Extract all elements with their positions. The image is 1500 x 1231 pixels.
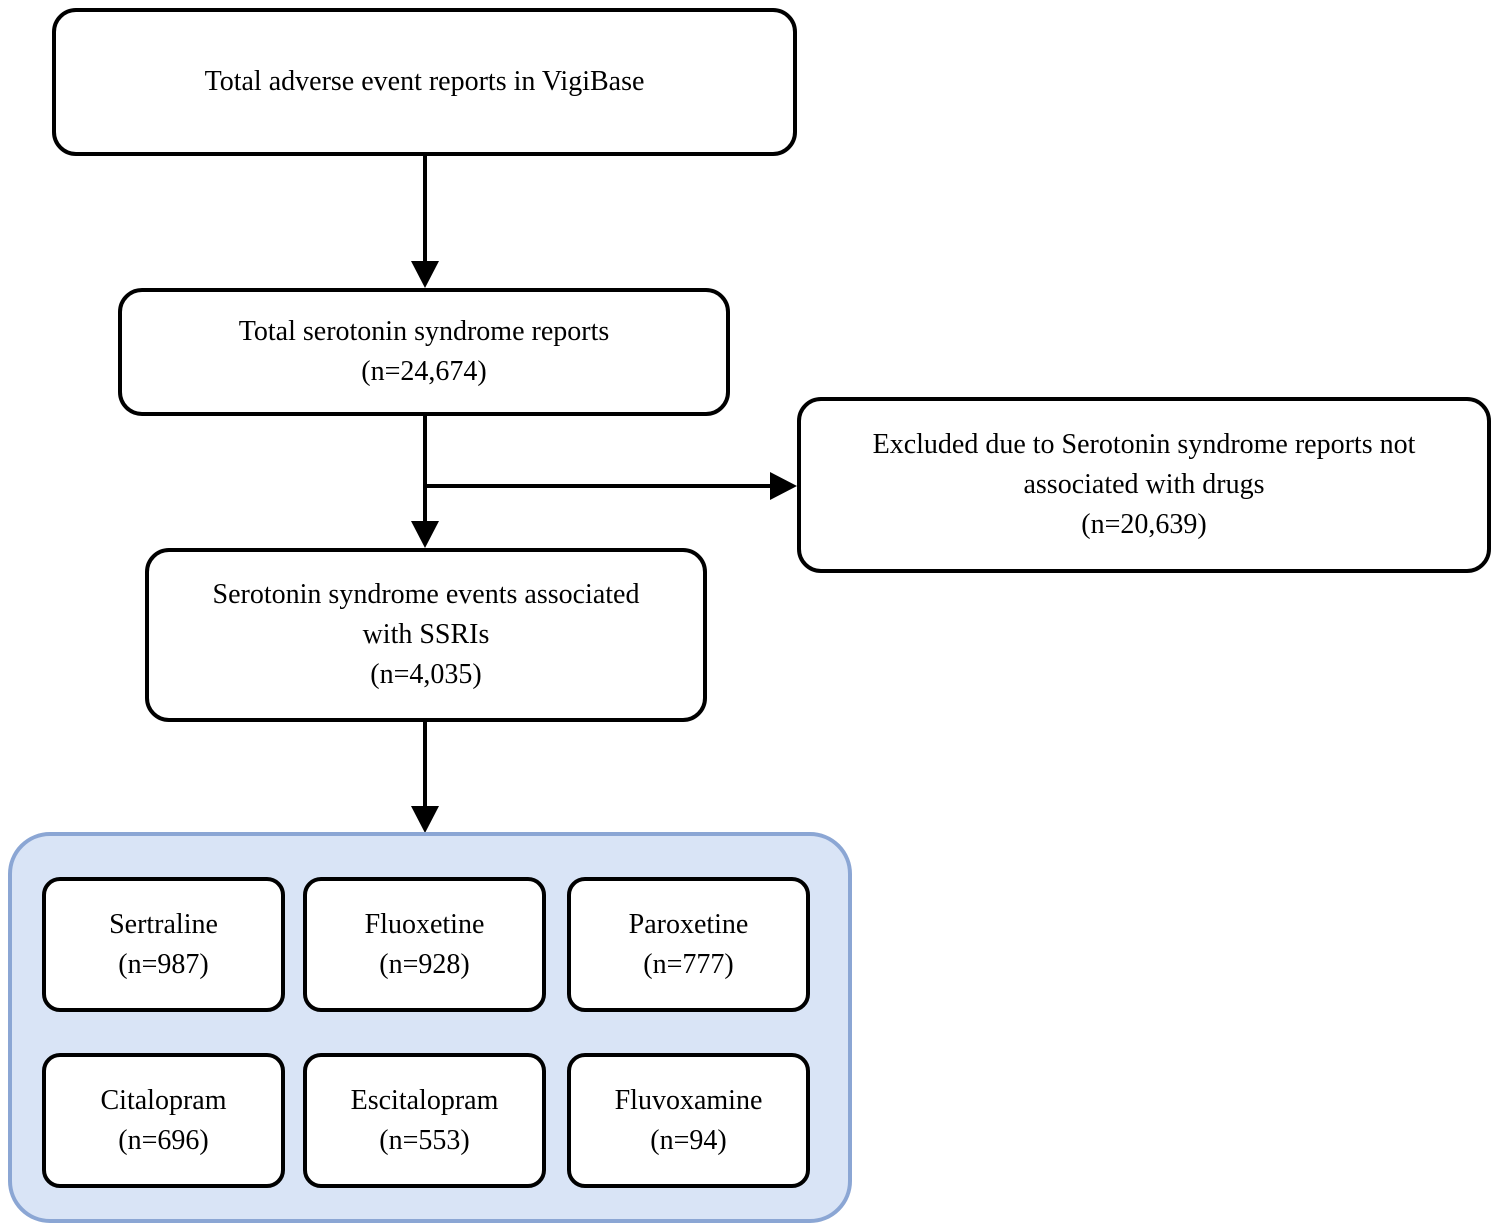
node-excluded-line1: Excluded due to Serotonin syndrome repor… xyxy=(872,429,1416,460)
drug-name: Fluvoxamine xyxy=(614,1084,763,1116)
drug-count: (n=777) xyxy=(643,948,734,980)
drug-count: (n=553) xyxy=(379,1124,470,1156)
drug-name: Citalopram xyxy=(100,1084,227,1116)
drug-count: (n=987) xyxy=(118,948,209,980)
arrowhead-down-icon xyxy=(411,806,439,833)
node-drug-fluvoxamine: Fluvoxamine (n=94) xyxy=(567,1053,810,1188)
drug-name: Paroxetine xyxy=(628,908,749,940)
drug-name: Fluoxetine xyxy=(364,908,485,940)
node-drug-fluoxetine: Fluoxetine (n=928) xyxy=(303,877,546,1012)
connector-ssri-to-drugs xyxy=(423,722,427,808)
node-ssri-events-line2: with SSRIs xyxy=(362,619,490,650)
drug-count: (n=928) xyxy=(379,948,470,980)
node-total-reports: Total serotonin syndrome reports (n=24,6… xyxy=(118,288,730,416)
node-vigibase: Total adverse event reports in VigiBase xyxy=(52,8,797,156)
node-drug-citalopram: Citalopram (n=696) xyxy=(42,1053,285,1188)
drug-count: (n=94) xyxy=(650,1124,727,1156)
node-vigibase-label: Total adverse event reports in VigiBase xyxy=(204,66,645,97)
node-excluded: Excluded due to Serotonin syndrome repor… xyxy=(797,397,1491,573)
arrowhead-right-icon xyxy=(770,472,797,500)
arrowhead-down-icon xyxy=(411,261,439,288)
node-total-reports-label: Total serotonin syndrome reports xyxy=(238,316,610,347)
node-ssri-events-count: (n=4,035) xyxy=(370,659,482,690)
node-drug-escitalopram: Escitalopram (n=553) xyxy=(303,1053,546,1188)
connector-vigibase-to-total xyxy=(423,156,427,264)
node-excluded-line2: associated with drugs xyxy=(1023,469,1265,500)
node-excluded-count: (n=20,639) xyxy=(1081,509,1207,540)
node-ssri-events-line1: Serotonin syndrome events associated xyxy=(212,579,640,610)
drug-name: Escitalopram xyxy=(350,1084,499,1116)
node-drug-sertraline: Sertraline (n=987) xyxy=(42,877,285,1012)
drug-name: Sertraline xyxy=(109,908,218,940)
node-ssri-events: Serotonin syndrome events associated wit… xyxy=(145,548,707,722)
arrowhead-down-icon xyxy=(411,521,439,548)
drug-count: (n=696) xyxy=(118,1124,209,1156)
connector-branch-to-excluded xyxy=(423,484,773,488)
connector-total-to-ssri xyxy=(423,416,427,523)
node-total-reports-count: (n=24,674) xyxy=(361,356,487,387)
node-drug-paroxetine: Paroxetine (n=777) xyxy=(567,877,810,1012)
